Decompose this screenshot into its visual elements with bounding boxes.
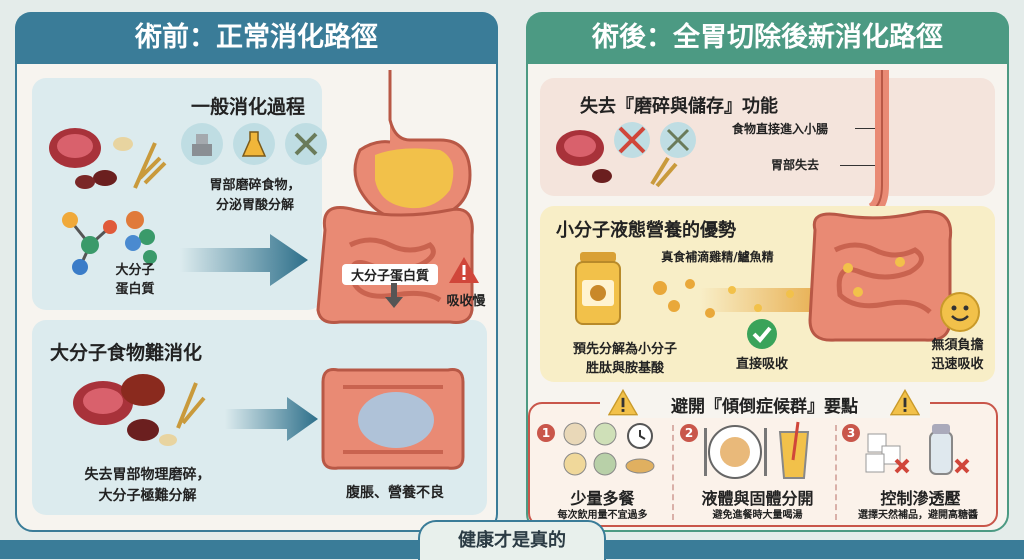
grinder-icon bbox=[181, 123, 223, 165]
advantage-title: 小分子液態營養的優勢 bbox=[556, 220, 736, 241]
macro-protein-tag: 大分子蛋白質 bbox=[342, 264, 438, 285]
down-arrow-icon bbox=[385, 283, 403, 308]
macro-protein-label-2: 蛋白質 bbox=[115, 282, 155, 297]
stomach-lost-label: 胃部失去 bbox=[770, 158, 819, 172]
tip-1-title: 少量多餐 bbox=[570, 489, 635, 508]
direct-to-intestine-label: 食物直接進入小腸 bbox=[731, 122, 828, 136]
tip-3-title: 控制滲透壓 bbox=[880, 489, 961, 508]
predigest-line1: 預先分解為小分子 bbox=[572, 342, 677, 357]
large-food-icon bbox=[73, 374, 206, 446]
separate-liquid-icon bbox=[704, 421, 810, 479]
difficult-digestion-title: 大分子食物難消化 bbox=[50, 342, 203, 364]
tip-3-desc: 選擇天然補品，避開高糖醬 bbox=[858, 510, 978, 521]
left-panel-title: 術前：正常消化路徑 bbox=[15, 12, 498, 64]
general-digestion-title: 一般消化過程 bbox=[190, 96, 305, 118]
enzyme-icon bbox=[285, 123, 327, 165]
absorb-slow-label: 吸收慢 bbox=[446, 294, 486, 309]
tip-2-title: 液體與固體分開 bbox=[701, 489, 814, 508]
dumping-title: 避開『傾倒症候群』要點 bbox=[671, 397, 858, 417]
tip-2-number: 2 bbox=[680, 424, 698, 442]
bloating-label: 腹脹、營養不良 bbox=[346, 485, 444, 501]
quick-absorb-label: 迅速吸收 bbox=[931, 357, 984, 372]
warning-icon bbox=[449, 257, 479, 283]
difficult-desc-line2: 大分子極難分解 bbox=[98, 488, 197, 504]
acid-flask-icon bbox=[233, 123, 275, 165]
no-sugar-icon bbox=[865, 424, 970, 475]
pointer-line-2 bbox=[840, 165, 885, 166]
small-meals-icon bbox=[563, 422, 655, 476]
pointer-line-1 bbox=[855, 128, 885, 129]
esophagus-icon bbox=[868, 70, 889, 210]
product-label: 真食補滴雞精/鱸魚精 bbox=[661, 250, 774, 264]
tip-2-desc: 避免進餐時大量喝湯 bbox=[712, 510, 803, 521]
small-intestine-icon bbox=[808, 210, 953, 342]
right-panel-title: 術後：全胃切除後新消化路徑 bbox=[526, 12, 1009, 64]
tip-divider-2 bbox=[835, 425, 837, 520]
smile-icon bbox=[940, 292, 980, 332]
tip-1-number: 1 bbox=[537, 424, 555, 442]
macro-protein-label-1: 大分子 bbox=[115, 263, 155, 278]
macro-molecule-icon bbox=[62, 211, 157, 275]
no-burden-label: 無須負擔 bbox=[931, 338, 984, 353]
tip-divider-1 bbox=[672, 425, 674, 520]
difficult-arrow-icon bbox=[225, 397, 318, 441]
check-icon bbox=[747, 319, 777, 349]
direct-absorb-label: 直接吸收 bbox=[735, 357, 788, 372]
stomach-desc-line2: 分泌胃酸分解 bbox=[215, 198, 294, 213]
stomach-desc-line1: 胃部磨碎食物， bbox=[209, 178, 301, 193]
footer-text: 健康才是真的 bbox=[458, 530, 566, 551]
essence-jar-icon bbox=[575, 252, 621, 325]
digestion-arrow-icon bbox=[180, 234, 308, 286]
footer-tab bbox=[418, 520, 606, 560]
tip-1-desc: 每次飲用量不宜過多 bbox=[557, 510, 648, 521]
difficult-desc-line1: 失去胃部物理磨碎， bbox=[84, 467, 211, 483]
tip-3-number: 3 bbox=[842, 424, 860, 442]
warning-left-icon bbox=[608, 389, 638, 416]
warning-right-icon bbox=[890, 389, 920, 416]
food-illustration-icon bbox=[49, 128, 167, 189]
predigest-line2: 胜肽與胺基酸 bbox=[585, 361, 664, 376]
dumping-title-bg bbox=[600, 390, 930, 418]
bloated-intestine-icon bbox=[321, 368, 465, 470]
function-loss-title: 失去『磨碎與儲存』功能 bbox=[580, 96, 778, 117]
lost-function-icon bbox=[556, 122, 696, 188]
